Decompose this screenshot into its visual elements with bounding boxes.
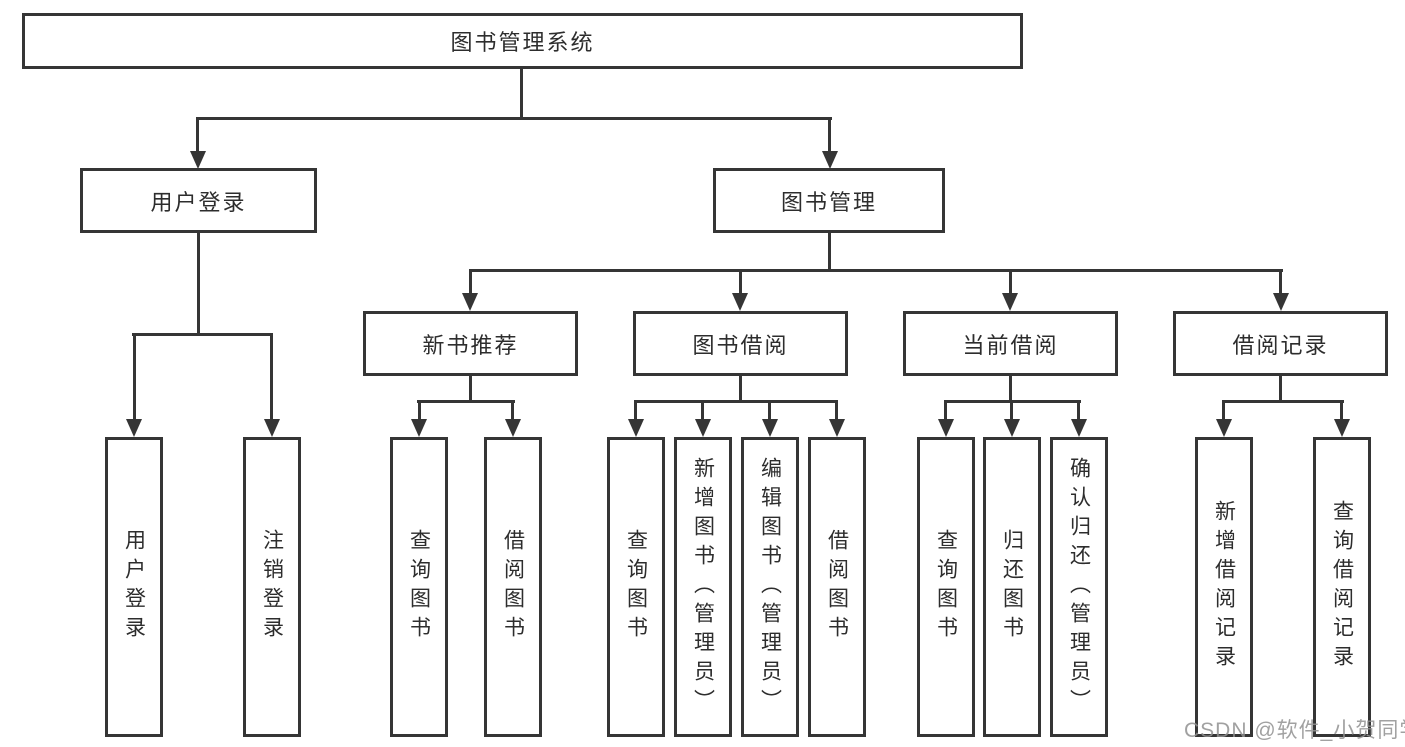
arrowhead-g3c1 — [938, 419, 954, 437]
arrowhead-user-login — [190, 151, 206, 169]
connector-user-login-drop — [196, 117, 199, 153]
connector-level3-bus — [469, 269, 1283, 272]
arrowhead-book-mgmt — [822, 151, 838, 169]
connector-g4c2-drop — [1340, 400, 1343, 420]
arrowhead-ul-child2 — [264, 419, 280, 437]
node-current-borrow-label: 当前借阅 — [962, 332, 1059, 358]
leaf-g2-query-book: 查询图书 — [607, 437, 665, 737]
connector-g2-bus — [634, 400, 838, 403]
connector-g2c4-drop — [835, 400, 838, 420]
connector-root-stem — [520, 69, 523, 119]
connector-g3c3-drop — [1077, 400, 1080, 420]
leaf-g4-query-borrow-record-label: 查询借阅记录 — [1330, 500, 1354, 674]
connector-g4c1-drop — [1222, 400, 1225, 420]
leaf-g1-query-book: 查询图书 — [390, 437, 448, 737]
leaf-g1-query-book-label: 查询图书 — [407, 529, 431, 645]
connector-g2-drop — [739, 269, 742, 294]
node-user-login-label: 用户登录 — [150, 189, 247, 215]
leaf-g3-query-book: 查询图书 — [917, 437, 975, 737]
connector-ul-child2-drop — [270, 333, 273, 420]
connector-g2c2-drop — [701, 400, 704, 420]
node-book-mgmt: 图书管理 — [713, 168, 945, 233]
leaf-user-login-label: 用户登录 — [122, 529, 146, 645]
connector-g2-stem — [739, 376, 742, 403]
leaf-g2-query-book-label: 查询图书 — [624, 529, 648, 645]
arrowhead-g1c1 — [411, 419, 427, 437]
connector-user-login-stem — [197, 233, 200, 336]
leaf-g2-add-book-admin-label: 新增图书（管理员） — [691, 456, 715, 718]
leaf-g2-borrow-book-label: 借阅图书 — [825, 529, 849, 645]
leaf-g4-add-borrow-record: 新增借阅记录 — [1195, 437, 1253, 737]
connector-g4-stem — [1279, 376, 1282, 403]
connector-book-mgmt-stem — [828, 233, 831, 272]
leaf-g4-query-borrow-record: 查询借阅记录 — [1313, 437, 1371, 737]
arrowhead-g3 — [1002, 293, 1018, 311]
connector-level2-bus — [196, 117, 832, 120]
node-user-login: 用户登录 — [80, 168, 317, 233]
arrowhead-g4c2 — [1334, 419, 1350, 437]
node-book-borrow-label: 图书借阅 — [692, 332, 789, 358]
node-borrow-records: 借阅记录 — [1173, 311, 1388, 376]
connector-g2c3-drop — [768, 400, 771, 420]
node-current-borrow: 当前借阅 — [903, 311, 1118, 376]
leaf-g2-borrow-book: 借阅图书 — [808, 437, 866, 737]
arrowhead-g3c3 — [1071, 419, 1087, 437]
node-borrow-records-label: 借阅记录 — [1232, 332, 1329, 358]
connector-ul-child1-drop — [133, 333, 136, 420]
node-book-borrow: 图书借阅 — [633, 311, 848, 376]
connector-g2c1-drop — [634, 400, 637, 420]
leaf-g2-edit-book-admin: 编辑图书（管理员） — [741, 437, 799, 737]
leaf-g3-return-book: 归还图书 — [983, 437, 1041, 737]
connector-g3c2-drop — [1010, 400, 1013, 420]
leaf-g3-query-book-label: 查询图书 — [934, 529, 958, 645]
arrowhead-g3c2 — [1004, 419, 1020, 437]
arrowhead-g2c1 — [628, 419, 644, 437]
arrowhead-ul-child1 — [126, 419, 142, 437]
leaf-g4-add-borrow-record-label: 新增借阅记录 — [1212, 500, 1236, 674]
node-library-system-label: 图书管理系统 — [450, 30, 595, 55]
leaf-logout-label: 注销登录 — [260, 529, 284, 645]
arrowhead-g2c4 — [829, 419, 845, 437]
connector-g4-bus — [1222, 400, 1344, 403]
leaf-user-login: 用户登录 — [105, 437, 163, 737]
connector-g1-bus — [417, 400, 515, 403]
arrowhead-g4 — [1273, 293, 1289, 311]
leaf-g1-borrow-book-label: 借阅图书 — [501, 529, 525, 645]
leaf-g3-return-book-label: 归还图书 — [1000, 529, 1024, 645]
watermark-text: CSDN @软件_小贺同学 — [1184, 719, 1405, 742]
connector-g1-stem — [469, 376, 472, 403]
arrowhead-g2c3 — [762, 419, 778, 437]
arrowhead-g2c2 — [695, 419, 711, 437]
connector-g3-drop — [1009, 269, 1012, 294]
connector-g3-stem — [1009, 376, 1012, 403]
connector-g4-drop — [1279, 269, 1282, 294]
arrowhead-g4c1 — [1216, 419, 1232, 437]
connector-g3c1-drop — [944, 400, 947, 420]
connector-g1-drop — [469, 269, 472, 294]
node-new-book-recommend-label: 新书推荐 — [422, 332, 519, 358]
leaf-logout: 注销登录 — [243, 437, 301, 737]
node-library-system: 图书管理系统 — [22, 13, 1023, 69]
node-new-book-recommend: 新书推荐 — [363, 311, 578, 376]
connector-user-login-bus — [132, 333, 273, 336]
leaf-g3-confirm-return-admin-label: 确认归还（管理员） — [1067, 456, 1091, 718]
leaf-g2-add-book-admin: 新增图书（管理员） — [674, 437, 732, 737]
leaf-g1-borrow-book: 借阅图书 — [484, 437, 542, 737]
node-book-mgmt-label: 图书管理 — [780, 189, 877, 215]
arrowhead-g2 — [732, 293, 748, 311]
connector-g1c1-drop — [418, 400, 421, 420]
leaf-g2-edit-book-admin-label: 编辑图书（管理员） — [758, 456, 782, 718]
arrowhead-g1c2 — [505, 419, 521, 437]
leaf-g3-confirm-return-admin: 确认归还（管理员） — [1050, 437, 1108, 737]
connector-book-mgmt-drop — [828, 117, 831, 153]
arrowhead-g1 — [462, 293, 478, 311]
connector-g1c2-drop — [511, 400, 514, 420]
